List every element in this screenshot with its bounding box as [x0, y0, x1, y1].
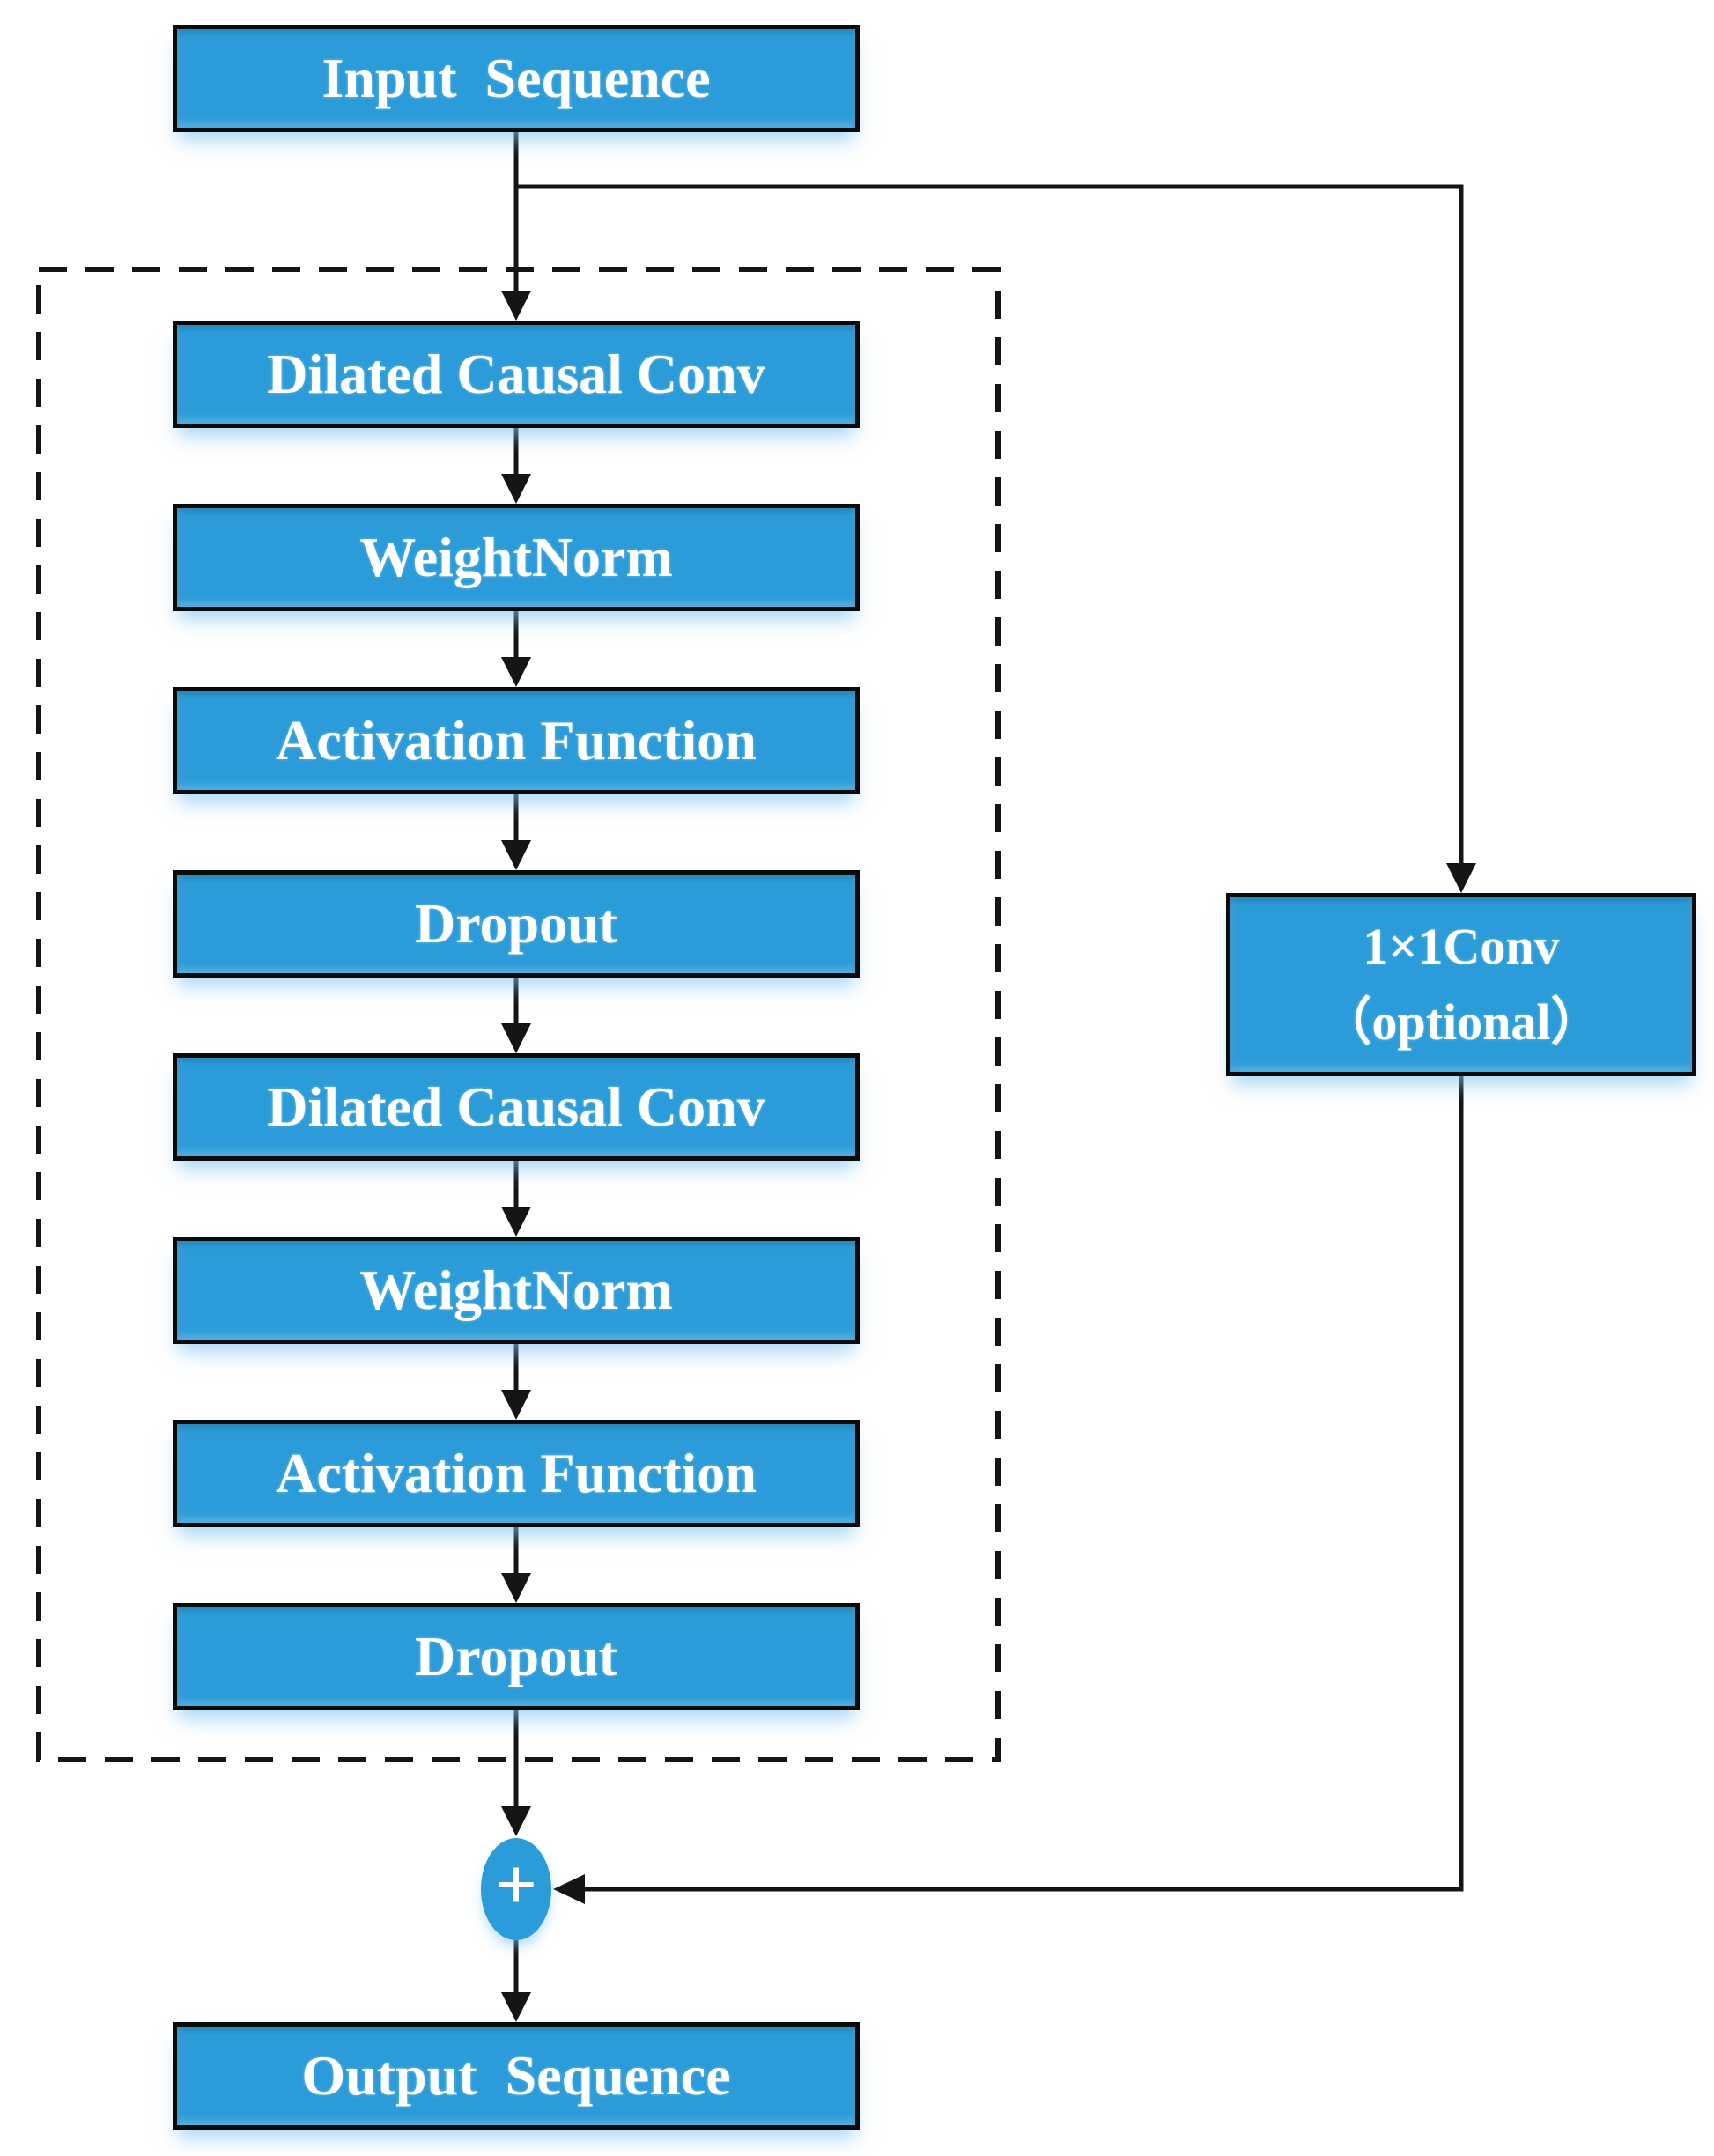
weightnorm-box-2: WeightNorm	[173, 1237, 860, 1344]
weightnorm-box-1: WeightNorm	[173, 504, 860, 611]
activation-function-box-2: Activation Function	[173, 1420, 860, 1527]
output-sequence-box: Output Sequence	[173, 2022, 860, 2130]
activation-function-box-1: Activation Function	[173, 687, 860, 794]
arrow-conv1x1-to-add	[553, 1076, 1464, 1904]
arrow-block2-to-block3	[501, 611, 531, 687]
conv1x1-optional-label: （optional）	[1320, 993, 1602, 1051]
dilated-causal-conv-label-2: Dilated Causal Conv	[267, 1075, 765, 1138]
arrow-block3-to-block4	[501, 794, 531, 870]
activation-function-label-1: Activation Function	[276, 709, 757, 772]
output-sequence-label: Output Sequence	[301, 2044, 731, 2107]
arrow-block8-to-add	[501, 1710, 531, 1836]
arrow-block6-to-block7	[501, 1344, 531, 1420]
arrow-add-to-output	[501, 1940, 531, 2022]
dilated-causal-conv-box-1: Dilated Causal Conv	[173, 321, 860, 428]
arrow-block7-to-block8	[501, 1527, 531, 1603]
dropout-box-2: Dropout	[173, 1603, 860, 1710]
conv1x1-label: 1×1Conv	[1363, 918, 1560, 976]
arrow-block1-to-block2	[501, 428, 531, 504]
dilated-causal-conv-label-1: Dilated Causal Conv	[267, 343, 765, 405]
arrow-block5-to-block6	[501, 1161, 531, 1237]
arrow-input-to-block1	[501, 132, 531, 321]
arrow-block4-to-block5	[501, 978, 531, 1053]
arrow-input-to-conv1x1	[516, 184, 1476, 893]
dropout-label-2: Dropout	[415, 1625, 617, 1687]
activation-function-label-2: Activation Function	[276, 1442, 757, 1504]
weightnorm-label-1: WeightNorm	[359, 526, 673, 588]
conv1x1-optional-box: 1×1Conv （optional）	[1226, 893, 1696, 1076]
dilated-causal-conv-box-2: Dilated Causal Conv	[173, 1053, 860, 1161]
add-node: +	[481, 1838, 551, 1940]
input-sequence-box: Input Sequence	[173, 25, 860, 132]
dropout-box-1: Dropout	[173, 870, 860, 978]
dropout-label-1: Dropout	[415, 892, 617, 955]
plus-icon: +	[495, 1844, 537, 1926]
input-sequence-label: Input Sequence	[321, 47, 711, 109]
weightnorm-label-2: WeightNorm	[359, 1259, 673, 1321]
